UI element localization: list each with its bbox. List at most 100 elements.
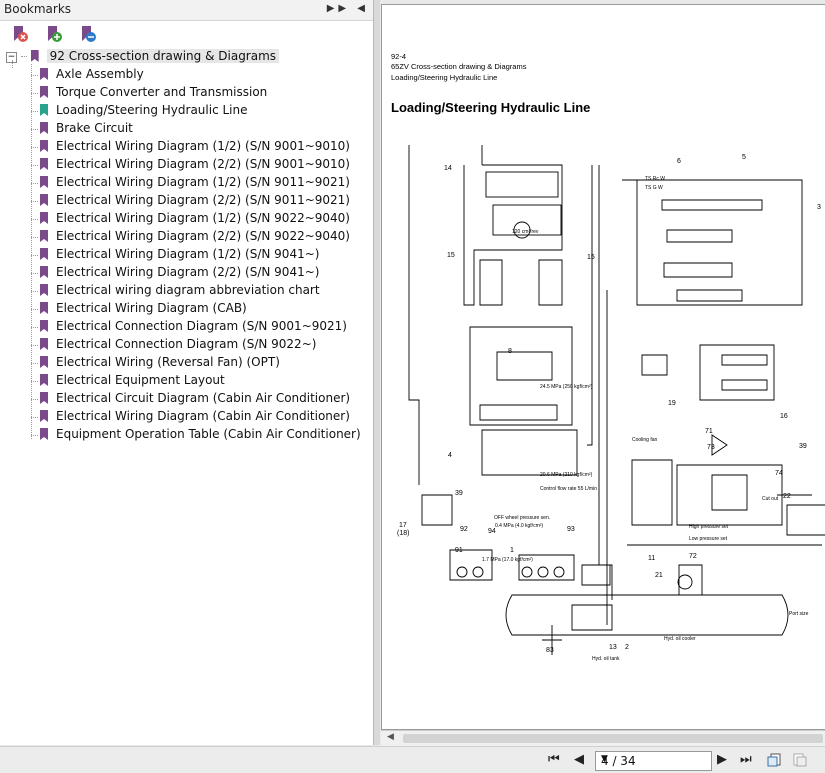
bookmark-item[interactable]: Electrical wiring diagram abbreviation c… <box>31 283 320 301</box>
expand-panel-icon[interactable]: ▶▶ <box>326 3 351 14</box>
bookmark-item[interactable]: Equipment Operation Table (Cabin Air Con… <box>31 427 361 445</box>
bookmark-label: Brake Circuit <box>56 121 133 135</box>
bookmark-icon <box>40 194 48 206</box>
bookmark-label: Electrical Circuit Diagram (Cabin Air Co… <box>56 391 351 405</box>
bookmark-icon <box>40 212 48 224</box>
delete-bookmark-icon[interactable] <box>11 25 29 43</box>
tree-root-item[interactable]: − 92 Cross-section drawing & Diagrams <box>6 49 280 63</box>
callout-11: 11 <box>648 555 655 562</box>
horizontal-scrollbar[interactable]: ◀ <box>381 730 825 746</box>
bookmark-item[interactable]: Electrical Wiring Diagram (2/2) (S/N 901… <box>31 193 350 211</box>
bookmark-label: Electrical Wiring Diagram (CAB) <box>56 301 247 315</box>
bookmark-label: Electrical Wiring Diagram (1/2) (S/N 904… <box>56 247 320 261</box>
bookmark-label: Electrical Wiring Diagram (2/2) (S/N 900… <box>56 157 350 171</box>
add-bookmark-icon[interactable] <box>45 25 63 43</box>
svg-text:TS Rc W: TS Rc W <box>645 176 665 182</box>
bookmark-icon <box>40 140 48 152</box>
bookmarks-title: Bookmarks <box>4 2 72 16</box>
first-page-icon[interactable]: ⏮ <box>548 752 560 767</box>
next-page-icon[interactable]: ▶ <box>717 752 727 767</box>
bookmark-item[interactable]: Electrical Wiring Diagram (CAB) <box>31 301 247 319</box>
bookmark-icon <box>40 176 48 188</box>
page-ref: 92-4 <box>391 52 406 61</box>
callout-8: 8 <box>508 348 512 355</box>
collapse-tree-icon[interactable]: − <box>6 52 17 63</box>
bookmark-label: Electrical Wiring Diagram (1/2) (S/N 901… <box>56 175 350 189</box>
schematic-labels: TS Rc W TS G W 120 cm³/rev 24.5 MPa (250… <box>482 176 809 662</box>
previous-page-icon[interactable]: ◀ <box>574 752 584 767</box>
bookmark-icon <box>40 338 48 350</box>
bookmark-icon <box>40 284 48 296</box>
callout-15a: 15 <box>447 252 455 259</box>
callout-19: 19 <box>668 400 676 407</box>
bookmark-item[interactable]: Electrical Wiring Diagram (1/2) (S/N 900… <box>31 139 350 157</box>
bookmark-icon <box>40 320 48 332</box>
bookmark-item[interactable]: Electrical Wiring Diagram (1/2) (S/N 901… <box>31 175 350 193</box>
bookmark-item[interactable]: Electrical Equipment Layout <box>31 373 225 391</box>
callout-18: (18) <box>397 530 409 537</box>
bookmark-label: Electrical Wiring Diagram (2/2) (S/N 902… <box>56 229 350 243</box>
svg-text:High pressure set: High pressure set <box>689 524 729 530</box>
svg-text:Hyd. oil tank: Hyd. oil tank <box>592 656 620 662</box>
panel-splitter[interactable] <box>374 0 380 745</box>
edit-bookmark-icon[interactable] <box>79 25 97 43</box>
callout-83: 83 <box>546 647 554 654</box>
bookmark-label: Torque Converter and Transmission <box>56 85 268 99</box>
callout-39b: 39 <box>455 490 463 497</box>
callout-5: 5 <box>742 154 746 161</box>
callout-4: 4 <box>448 452 452 459</box>
bookmark-item[interactable]: Electrical Connection Diagram (S/N 9001~… <box>31 319 347 337</box>
bookmark-item[interactable]: Torque Converter and Transmission <box>31 85 268 103</box>
bookmark-item[interactable]: Electrical Wiring Diagram (2/2) (S/N 902… <box>31 229 350 247</box>
section-line: Loading/Steering Hydraulic Line <box>391 73 497 82</box>
bookmark-item[interactable]: Electrical Wiring Diagram (1/2) (S/N 904… <box>31 247 320 265</box>
callout-1: 1 <box>510 547 514 554</box>
bookmark-item[interactable]: Electrical Wiring Diagram (1/2) (S/N 902… <box>31 211 350 229</box>
scrollbar-thumb[interactable] <box>403 734 823 743</box>
bookmark-label: Electrical Wiring Diagram (2/2) (S/N 904… <box>56 265 320 279</box>
bookmarks-panel: Bookmarks ▶▶ ◀ − 92 Cross-section drawin… <box>0 0 374 745</box>
callout-3: 3 <box>817 204 821 211</box>
scroll-left-icon[interactable]: ◀ <box>387 732 394 742</box>
bookmark-item[interactable]: Electrical Circuit Diagram (Cabin Air Co… <box>31 391 351 409</box>
bookmark-item[interactable]: Brake Circuit <box>31 121 133 139</box>
bookmark-item[interactable]: Electrical Wiring Diagram (2/2) (S/N 904… <box>31 265 320 283</box>
callout-16: 16 <box>780 413 788 420</box>
bookmark-icon <box>30 50 39 62</box>
bookmark-label: Electrical Wiring Diagram (1/2) (S/N 900… <box>56 139 350 153</box>
bookmark-icon <box>40 158 48 170</box>
history-forward-icon[interactable] <box>792 752 808 768</box>
callout-numbers: 14 15 15 6 5 3 8 19 71 73 74 39 16 4 39 … <box>397 154 821 654</box>
bookmark-item[interactable]: Axle Assembly <box>31 67 144 85</box>
bookmarks-toolbar <box>0 21 373 47</box>
callout-92: 92 <box>460 526 468 533</box>
bookmark-icon <box>40 374 48 386</box>
callout-22: 22 <box>783 493 791 500</box>
callout-71: 71 <box>705 428 713 435</box>
bookmark-item[interactable]: Electrical Wiring (Reversal Fan) (OPT) <box>31 355 280 373</box>
svg-text:Hyd. oil cooler: Hyd. oil cooler <box>664 636 696 642</box>
svg-text:0.4 MPa (4.0 kgf/cm²): 0.4 MPa (4.0 kgf/cm²) <box>495 523 543 529</box>
bookmark-icon <box>40 86 48 98</box>
bookmark-item[interactable]: Loading/Steering Hydraulic Line <box>31 103 248 121</box>
callout-94: 94 <box>488 528 496 535</box>
callout-93: 93 <box>567 526 575 533</box>
history-back-icon[interactable] <box>766 752 782 768</box>
callout-74: 74 <box>775 470 783 477</box>
collapse-panel-icon[interactable]: ◀ <box>357 3 369 14</box>
bookmark-label: Electrical Wiring Diagram (1/2) (S/N 902… <box>56 211 350 225</box>
root-bookmark-label: 92 Cross-section drawing & Diagrams <box>46 49 280 63</box>
bookmark-item[interactable]: Electrical Connection Diagram (S/N 9022~… <box>31 337 316 355</box>
page-number-field[interactable]: 4 / 34 ▼ <box>595 751 712 771</box>
last-page-icon[interactable]: ⏭ <box>740 752 752 767</box>
svg-text:120 cm³/rev: 120 cm³/rev <box>512 229 539 235</box>
svg-text:OFF wheel pressure sen.: OFF wheel pressure sen. <box>494 515 550 521</box>
bookmark-icon <box>40 104 48 116</box>
bookmark-item[interactable]: Electrical Wiring Diagram (2/2) (S/N 900… <box>31 157 350 175</box>
chevron-down-icon[interactable]: ▼ <box>601 754 608 764</box>
hydraulic-schematic <box>408 145 825 655</box>
bookmark-label: Equipment Operation Table (Cabin Air Con… <box>56 427 361 441</box>
bookmark-item[interactable]: Electrical Wiring Diagram (Cabin Air Con… <box>31 409 350 427</box>
svg-text:Port size: Port size <box>789 611 809 617</box>
callout-2: 2 <box>625 644 629 651</box>
